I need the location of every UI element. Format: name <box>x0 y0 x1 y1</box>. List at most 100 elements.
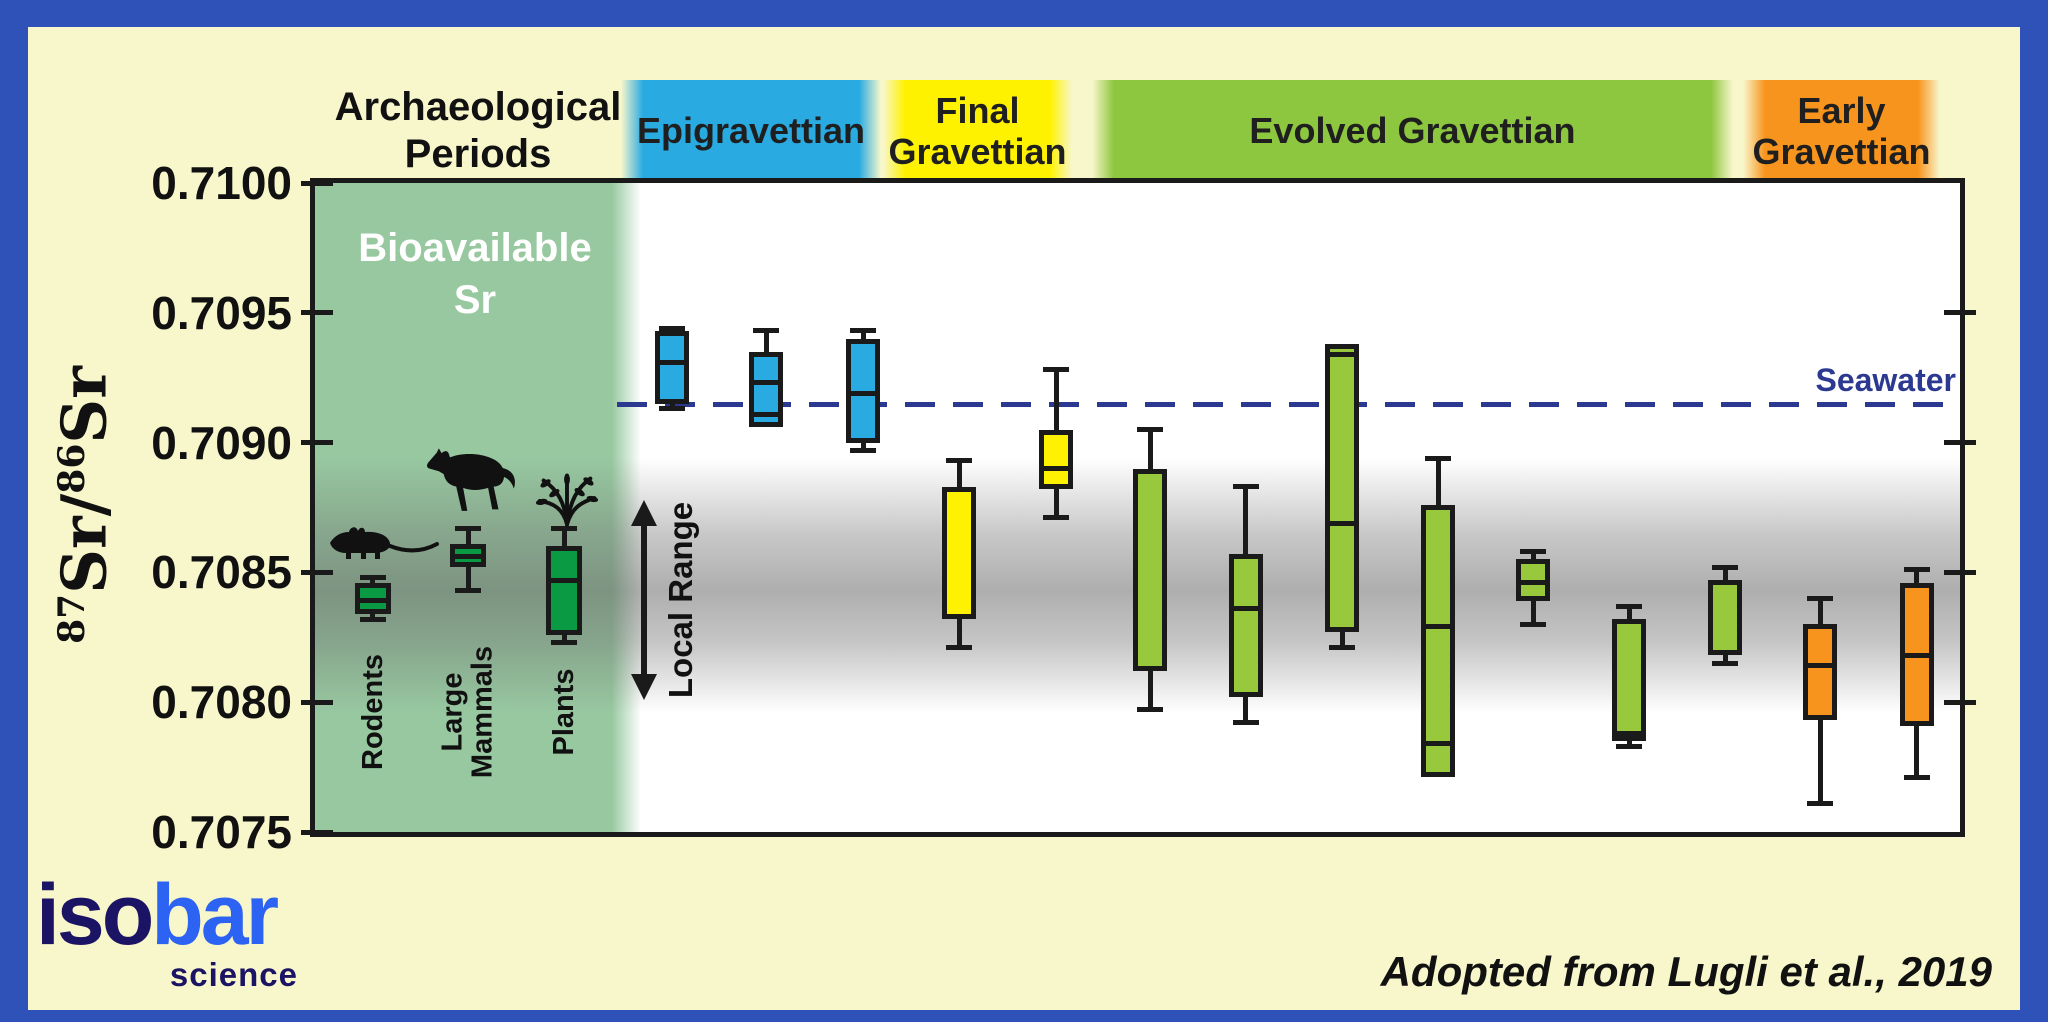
period-band-epigravettian: Epigravettian <box>621 80 881 183</box>
seawater-dashed-line <box>616 401 1960 407</box>
boxplot-box <box>1803 624 1837 721</box>
whisker-stem-high <box>1722 567 1728 581</box>
y-tick-mark-left <box>301 310 333 316</box>
whisker-stem-low <box>1626 741 1632 747</box>
archaeological-periods-title: Archaeological Periods <box>278 84 678 178</box>
whisker-cap-low <box>455 588 481 594</box>
boxplot-box <box>546 546 582 635</box>
whisker-stem-low <box>561 634 567 643</box>
period-band-label: Epigravettian <box>636 110 866 152</box>
y-tick-label-0.7080: 0.7080 <box>151 676 292 729</box>
whisker-stem-high <box>1435 458 1441 505</box>
whisker-stem-low <box>1243 697 1249 723</box>
period-band-label-line: Gravettian <box>888 130 1067 172</box>
whisker-stem-low <box>1817 720 1823 804</box>
y-tick-mark-right <box>1944 440 1976 446</box>
whisker-cap-low <box>1137 707 1163 713</box>
rat-icon <box>330 527 439 559</box>
whisker-stem-high <box>561 528 567 547</box>
period-band-label-line: Epigravettian <box>636 110 866 152</box>
whisker-cap-high <box>455 525 481 531</box>
boxplot-median <box>454 554 482 560</box>
group-label-line: Mammals <box>467 645 499 779</box>
boxplot-box <box>942 486 976 620</box>
whisker-stem-low <box>370 613 376 620</box>
whisker-stem-high <box>1147 429 1153 469</box>
y-tick-label-0.7100: 0.7100 <box>151 157 292 209</box>
whisker-stem-high <box>1243 486 1249 555</box>
whisker-cap-low <box>359 616 386 622</box>
whisker-cap-high <box>753 328 779 334</box>
boxplot-box <box>846 338 880 443</box>
whisker-cap-low <box>1232 720 1259 726</box>
boxplot-median <box>1520 580 1546 586</box>
whisker-cap-low <box>1520 621 1546 627</box>
whisker-cap-low <box>753 411 779 417</box>
whisker-cap-low <box>1043 515 1069 521</box>
whisker-cap-low <box>1329 645 1355 651</box>
horse-icon <box>426 448 515 511</box>
whisker-cap-low <box>1903 774 1930 780</box>
y-tick-label-0.7090: 0.7090 <box>151 416 292 469</box>
whisker-stem-low <box>1053 489 1059 518</box>
y-tick-label-0.7075: 0.7075 <box>151 806 292 858</box>
boxplot-box <box>1612 619 1646 742</box>
whisker-cap-high <box>1137 427 1163 433</box>
period-band-label: Evolved Gravettian <box>1249 110 1576 152</box>
boxplot-median <box>850 390 876 396</box>
boxplot-box <box>1039 429 1073 490</box>
bioavailable-sr-title: Bioavailable Sr <box>325 222 625 326</box>
whisker-stem-low <box>1530 600 1536 625</box>
whisker-cap-high <box>1807 595 1833 601</box>
whisker-cap-high <box>946 458 972 464</box>
isobar-logo: isobar <box>36 872 279 958</box>
y-tick-mark-left <box>301 699 333 705</box>
whisker-cap-low <box>1712 660 1738 666</box>
period-band-evolved-gravettian: Evolved Gravettian <box>1092 80 1733 183</box>
y-tick-mark-left <box>301 180 333 186</box>
boxplot-box <box>1133 468 1167 672</box>
period-band-label-line: Evolved Gravettian <box>1249 110 1576 152</box>
attribution-text: Adopted from Lugli et al., 2019 <box>1380 948 1992 995</box>
boxplot-median <box>550 577 578 583</box>
bioavailable-line1: Bioavailable <box>358 226 592 270</box>
boxplot-median <box>659 359 685 365</box>
whisker-stem-high <box>860 330 866 339</box>
boxplot-box <box>1325 343 1359 633</box>
boxplot-box <box>1708 580 1742 656</box>
boxplot-median <box>1043 466 1069 472</box>
whisker-stem-high <box>1817 598 1823 625</box>
whisker-cap-low <box>551 639 577 645</box>
boxplot-median <box>1232 606 1259 612</box>
whisker-cap-low <box>1616 743 1642 749</box>
whisker-cap-high <box>1520 549 1546 555</box>
whisker-stem-low <box>1339 632 1345 648</box>
boxplot-median <box>1712 650 1738 656</box>
whisker-cap-high <box>1712 564 1738 570</box>
whisker-cap-high <box>359 575 386 581</box>
group-label-line: Rodents <box>356 653 389 770</box>
arrow-stem <box>641 515 647 684</box>
whisker-stem-high <box>1914 569 1920 583</box>
whisker-cap-high <box>1616 603 1642 609</box>
group-label-line: Large <box>436 672 469 752</box>
whisker-cap-high <box>1903 567 1930 573</box>
whisker-stem-high <box>465 528 471 544</box>
whisker-cap-high <box>1425 455 1451 461</box>
boxplot-median <box>753 380 779 386</box>
boxplot-median <box>1616 730 1642 736</box>
y-tick-mark-left <box>301 829 333 835</box>
period-band-label-line: Gravettian <box>1752 130 1931 172</box>
boxplot-box <box>655 330 689 404</box>
y-tick-mark-left <box>301 569 333 575</box>
boxplot-median <box>358 598 387 604</box>
whisker-stem-high <box>1530 551 1536 560</box>
whisker-cap-high <box>659 325 685 331</box>
y-tick-mark-right <box>1944 699 1976 705</box>
archaeological-periods-line2: Periods <box>404 132 552 177</box>
whisker-cap-high <box>1043 367 1069 373</box>
boxplot-box <box>354 582 391 614</box>
y-tick-label-0.7085: 0.7085 <box>151 546 292 599</box>
